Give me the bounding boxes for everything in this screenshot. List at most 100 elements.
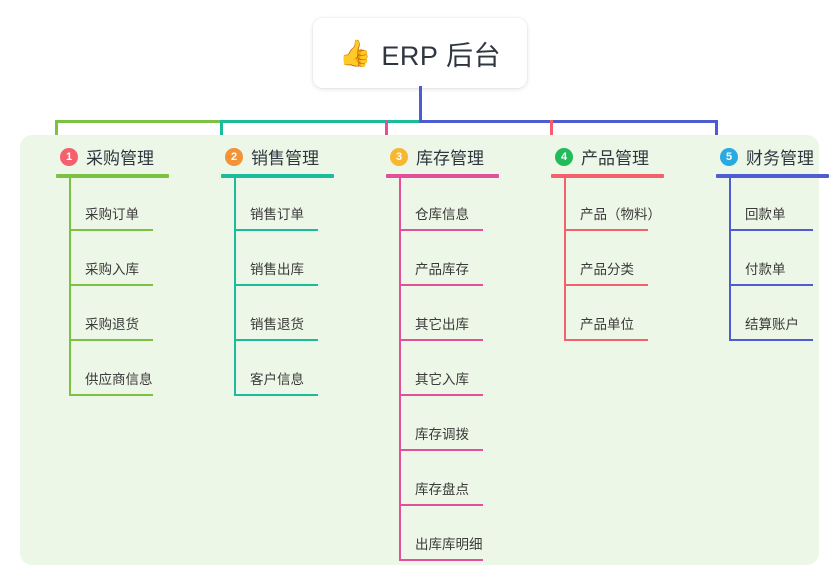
branch-item[interactable]: 采购入库: [69, 231, 161, 286]
branch-item-label: 付款单: [745, 262, 786, 277]
branch-number-badge: 4: [555, 147, 573, 166]
branch-item-rule: [729, 229, 813, 231]
branch-item-rule: [399, 229, 483, 231]
branch-item-label: 其它入库: [415, 372, 469, 387]
branch-item-rule: [729, 284, 813, 286]
branch-item-label: 回款单: [745, 207, 786, 222]
branch-item[interactable]: 其它入库: [399, 341, 491, 396]
branch-header-rule: [386, 174, 499, 178]
branch-item[interactable]: 库存盘点: [399, 451, 491, 506]
branch-header-rule: [221, 174, 334, 178]
branch-item-label: 采购订单: [85, 207, 139, 222]
branch-number-badge: 2: [225, 147, 243, 166]
branch-item-label: 客户信息: [250, 372, 304, 387]
branch-item-rule: [564, 284, 648, 286]
branch-header-3[interactable]: 3 库存管理: [390, 144, 484, 169]
branch-item[interactable]: 采购退货: [69, 286, 161, 341]
branch-header-rule: [551, 174, 664, 178]
branch-header-2[interactable]: 2 销售管理: [225, 144, 319, 169]
branch-title-label: 产品管理: [581, 149, 649, 168]
branch-item[interactable]: 产品单位: [564, 286, 656, 341]
branch-item[interactable]: 产品库存: [399, 231, 491, 286]
branch-title-label: 销售管理: [251, 149, 319, 168]
branch-item[interactable]: 回款单: [729, 176, 821, 231]
branch-item-label: 销售退货: [250, 317, 304, 332]
branch-item[interactable]: 客户信息: [234, 341, 326, 396]
branch-title-label: 采购管理: [86, 149, 154, 168]
branch-item-label: 库存调拨: [415, 427, 469, 442]
root-node-label: ERP 后台: [381, 40, 501, 71]
branch-item-rule: [564, 339, 648, 341]
branch-spine-line: [234, 176, 236, 396]
branch-item[interactable]: 产品（物料）: [564, 176, 661, 231]
branch-title-label: 库存管理: [416, 149, 484, 168]
branch-item-label: 采购退货: [85, 317, 139, 332]
branch-item-rule: [564, 229, 648, 231]
branch-title-label: 财务管理: [746, 149, 814, 168]
branch-item[interactable]: 出库库明细: [399, 506, 491, 561]
branch-header-rule: [56, 174, 169, 178]
branch-item-label: 出库库明细: [415, 537, 483, 552]
branch-item-rule: [234, 339, 318, 341]
bus-segment-right: [419, 120, 718, 123]
branch-drop-line-5: [715, 120, 718, 147]
branch-item[interactable]: 销售出库: [234, 231, 326, 286]
branches-panel: 1 采购管理采购订单采购入库采购退货供应商信息 2 销售管理销售订单销售出库销售退货客…: [20, 135, 829, 565]
branch-header-4[interactable]: 4 产品管理: [555, 144, 649, 169]
branch-item-rule: [399, 559, 483, 561]
branch-spine-line: [729, 176, 731, 341]
branch-spine-line: [69, 176, 71, 396]
branch-number-badge: 5: [720, 147, 738, 166]
branch-number-badge: 3: [390, 147, 408, 166]
branch-item-rule: [69, 229, 153, 231]
branch-item-label: 库存盘点: [415, 482, 469, 497]
branch-item-rule: [729, 339, 813, 341]
branch-item-label: 仓库信息: [415, 207, 469, 222]
branch-item[interactable]: 销售退货: [234, 286, 326, 341]
branch-spine-line: [564, 176, 566, 341]
branch-header-rule: [716, 174, 829, 178]
branch-item-label: 其它出库: [415, 317, 469, 332]
branch-spine-line: [399, 176, 401, 561]
branch-item-rule: [399, 394, 483, 396]
branch-item[interactable]: 采购订单: [69, 176, 161, 231]
branch-item-rule: [234, 229, 318, 231]
branch-item[interactable]: 其它出库: [399, 286, 491, 341]
branch-item-label: 结算账户: [745, 317, 799, 332]
branch-item-label: 采购入库: [85, 262, 139, 277]
root-stem-line: [419, 86, 422, 123]
branch-item[interactable]: 结算账户: [729, 286, 821, 341]
thumbs-up-icon: 👍: [339, 38, 372, 68]
branch-item-rule: [69, 394, 153, 396]
branch-item-label: 供应商信息: [85, 372, 153, 387]
branch-number-badge: 1: [60, 147, 78, 166]
branch-item-label: 产品库存: [415, 262, 469, 277]
branch-item[interactable]: 供应商信息: [69, 341, 161, 396]
branch-item-rule: [399, 504, 483, 506]
branch-item[interactable]: 仓库信息: [399, 176, 491, 231]
branch-item-label: 产品单位: [580, 317, 634, 332]
bus-segment-left: [56, 120, 223, 123]
branch-item-rule: [399, 284, 483, 286]
branch-item[interactable]: 销售订单: [234, 176, 326, 231]
branch-item-rule: [69, 284, 153, 286]
branch-drop-line-2: [220, 120, 223, 147]
branch-drop-line-4: [550, 120, 553, 147]
branch-drop-line-1: [55, 120, 58, 147]
branch-header-1[interactable]: 1 采购管理: [60, 144, 154, 169]
branch-item[interactable]: 库存调拨: [399, 396, 491, 451]
branch-item-label: 产品（物料）: [580, 207, 661, 222]
branch-item-label: 销售订单: [250, 207, 304, 222]
branch-item-rule: [234, 394, 318, 396]
branch-item[interactable]: 产品分类: [564, 231, 656, 286]
branch-item[interactable]: 付款单: [729, 231, 821, 286]
branch-header-5[interactable]: 5 财务管理: [720, 144, 814, 169]
bus-segment-mid: [221, 120, 422, 123]
root-node[interactable]: 👍 ERP 后台: [313, 18, 527, 88]
branch-item-rule: [399, 449, 483, 451]
branch-drop-line-3: [385, 120, 388, 147]
branch-item-label: 销售出库: [250, 262, 304, 277]
branch-item-rule: [234, 284, 318, 286]
branch-item-rule: [69, 339, 153, 341]
